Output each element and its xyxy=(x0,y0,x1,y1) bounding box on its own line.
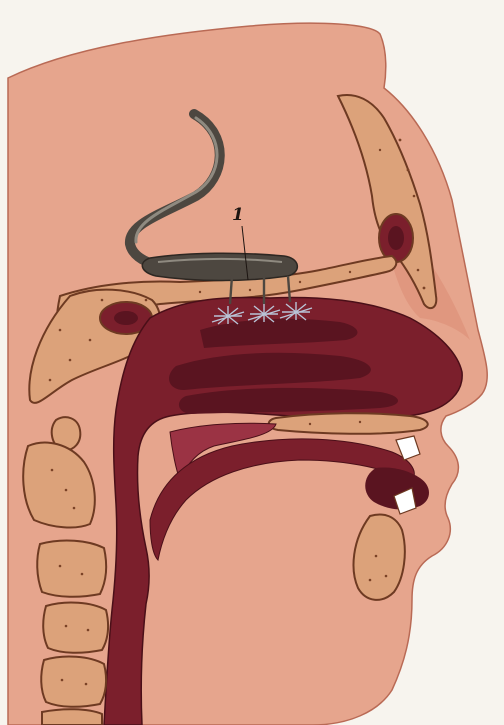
olfactory-bulb-icon xyxy=(142,253,297,280)
vertebra-icon xyxy=(37,541,106,597)
vertebra-icon xyxy=(43,603,108,653)
sphenoid-sinus-core xyxy=(114,311,138,325)
hard-palate xyxy=(269,413,428,434)
frontal-sinus-core xyxy=(388,226,404,250)
vertebra-icon xyxy=(41,657,106,707)
callout-label: 1 xyxy=(232,205,244,225)
vertebra-icon xyxy=(42,709,102,725)
